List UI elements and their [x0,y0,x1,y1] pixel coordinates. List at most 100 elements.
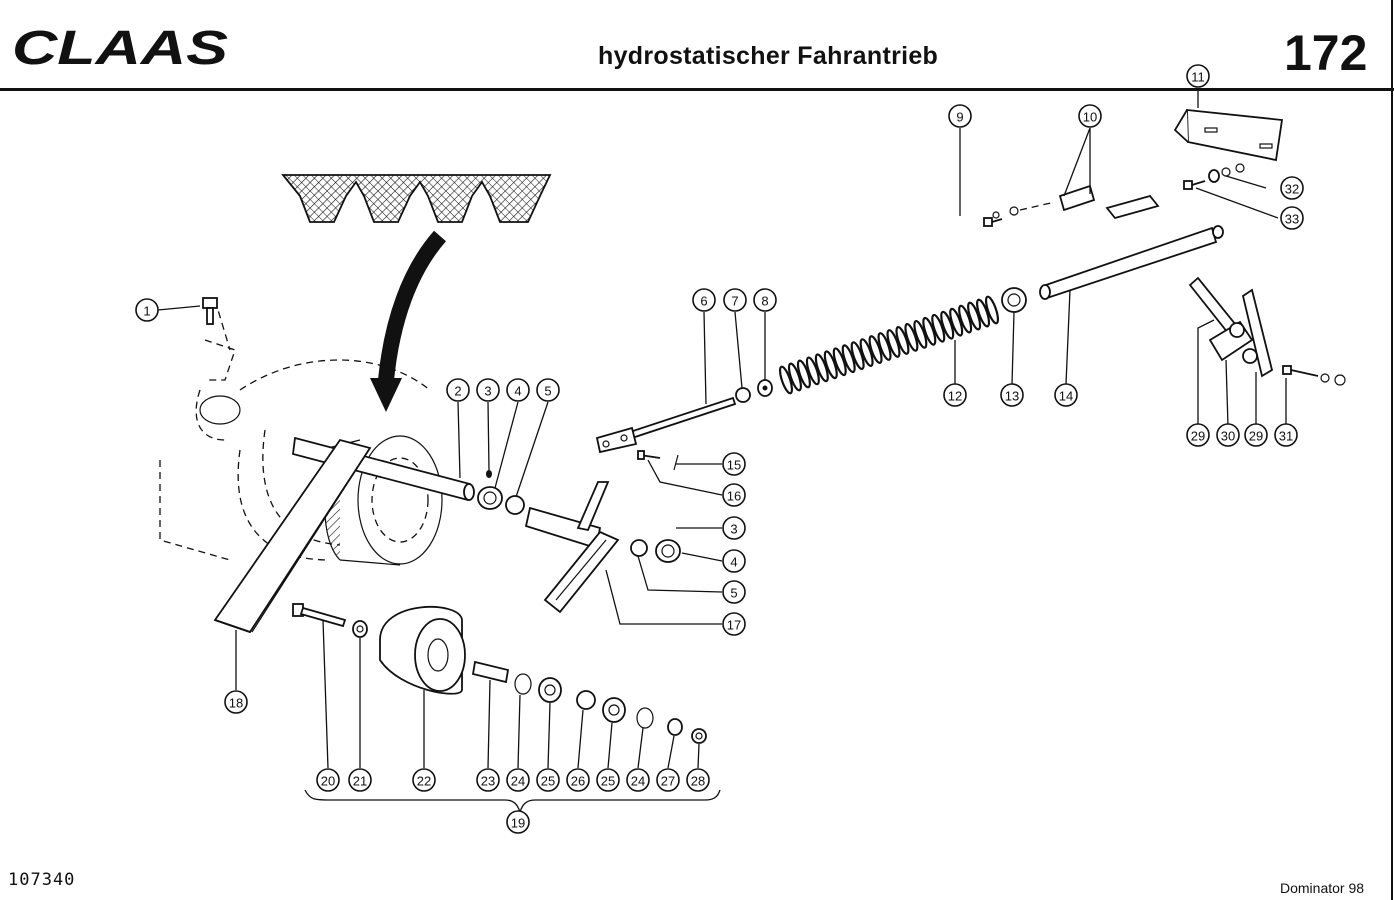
brand-logo-text: CLAAS [12,22,228,70]
callout-number: 4 [730,555,737,570]
callout-22: 22 [412,768,436,792]
part-15-16-pin-clip [637,450,679,471]
model-name: Dominator 98 [1280,880,1365,896]
callout-number: 13 [1005,389,1019,404]
callout-number: 10 [1083,110,1097,125]
callout-29: 29 [1186,423,1210,447]
callout-33: 33 [1280,206,1304,230]
callout-18: 18 [224,690,248,714]
part-21-washer [352,620,368,638]
part-25-bearing-1 [538,677,562,703]
callout-14: 14 [1054,383,1078,407]
callout-number: 3 [484,384,491,399]
part-3-4-5-bearing-set-left [477,470,525,515]
callout-number: 22 [417,774,431,789]
page-title: hydrostatischer Fahrantrieb [598,42,939,70]
callout-number: 31 [1279,429,1293,444]
part-17-lever [524,481,620,614]
part-20-bolt [292,603,347,628]
part-29-30-levers [1188,276,1274,378]
callout-28: 28 [686,768,710,792]
callout-number: 21 [353,774,367,789]
callout-number: 15 [727,458,741,473]
callout-number: 11 [1191,70,1205,85]
callout-number: 26 [571,774,585,789]
callout-number: 7 [731,294,738,309]
part-28-nut [691,728,707,744]
callout-20: 20 [316,768,340,792]
callout-7: 7 [723,288,747,312]
callout-number: 27 [661,774,675,789]
callout-number: 20 [321,774,335,789]
callout-13: 13 [1000,383,1024,407]
callout-number: 24 [511,774,525,789]
part-12-spring [778,295,1000,395]
part-6-rod [595,396,737,454]
curved-arrow [370,230,447,412]
callout-5: 5 [722,580,746,604]
callout-number: 14 [1059,389,1073,404]
callout-27: 27 [656,768,680,792]
callout-number: 24 [631,774,645,789]
callout-number: 5 [544,384,551,399]
callout-number: 25 [601,774,615,789]
callout-6: 6 [692,288,716,312]
part-13-bushing [1001,287,1027,313]
part-1-bolt [202,297,218,325]
callout-number: 28 [691,774,705,789]
callout-5: 5 [536,378,560,402]
part-24-circlip-1 [514,673,532,695]
part-9-10-bracket [983,184,1160,227]
part-18-belt-arm [213,438,380,634]
callout-number: 33 [1285,212,1299,227]
callout-number: 4 [514,384,521,399]
callout-24: 24 [626,768,650,792]
part-27-bushing [667,718,683,736]
callout-number: 8 [761,294,768,309]
callout-number: 18 [229,696,243,711]
part-31-bolt [1282,365,1346,386]
callout-4: 4 [506,378,530,402]
callout-15: 15 [722,452,746,476]
callout-24: 24 [506,768,530,792]
part-25-bearing-2 [602,697,626,723]
callout-number: 5 [730,586,737,601]
callout-number: 29 [1191,429,1205,444]
callout-9: 9 [948,104,972,128]
callout-number: 32 [1285,182,1299,197]
callout-number: 12 [948,389,962,404]
callout-25: 25 [536,768,560,792]
callout-1: 1 [135,298,159,322]
right-border [1391,0,1393,900]
part-11-plate [1173,108,1284,162]
callout-number: 6 [700,294,707,309]
callout-number: 23 [481,774,495,789]
part-14-shaft [1039,225,1224,300]
page-number: 172 [1284,25,1368,81]
callout-30: 30 [1216,423,1240,447]
callout-8: 8 [753,288,777,312]
callout-12: 12 [943,383,967,407]
part-26-spacer [576,690,596,710]
document-number: 107340 [8,870,76,890]
part-3-4-5-bearing-set-right [630,539,681,563]
leader-lines [157,88,1287,769]
callout-number: 3 [730,522,737,537]
callout-17: 17 [722,612,746,636]
callout-21: 21 [348,768,372,792]
part-22-idler-pulley [379,605,466,695]
callout-11: 11 [1186,64,1210,88]
v-belt-section [281,174,552,223]
callout-19: 19 [506,810,530,834]
callout-number: 1 [143,304,150,319]
callout-32: 32 [1280,176,1304,200]
group-19-bracket [304,789,721,815]
callout-2: 2 [446,378,470,402]
callout-number: 2 [454,384,461,399]
callout-29: 29 [1244,423,1268,447]
callout-26: 26 [566,768,590,792]
callout-16: 16 [722,483,746,507]
callout-number: 25 [541,774,555,789]
